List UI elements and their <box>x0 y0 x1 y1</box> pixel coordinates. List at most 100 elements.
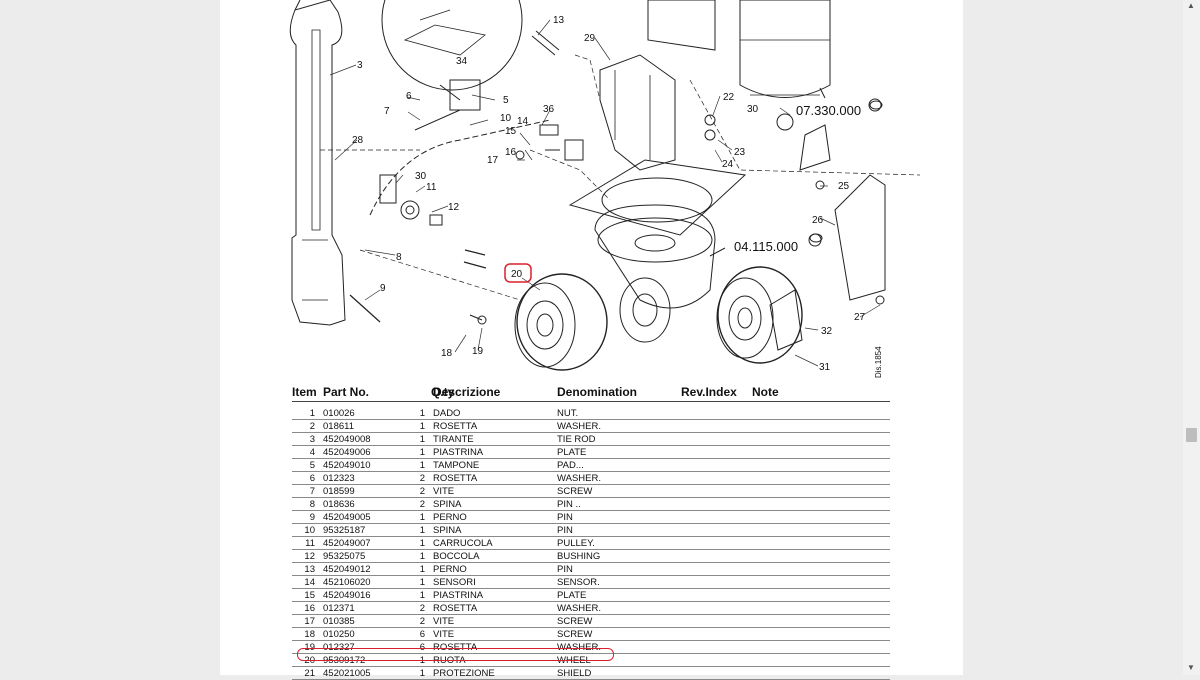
cell-descrizione: ROSETTA <box>433 419 557 433</box>
callout-15: 15 <box>505 126 517 137</box>
cell-part-no: 452021005 <box>323 666 393 680</box>
cell-item: 8 <box>292 497 323 511</box>
cell-descrizione: SPINA <box>433 523 557 537</box>
cell-rev-index <box>681 407 752 420</box>
cell-item: 6 <box>292 471 323 485</box>
cell-part-no: 018611 <box>323 419 393 433</box>
cell-rev-index <box>681 445 752 459</box>
col-header-note: Note <box>752 383 890 402</box>
callout-23: 23 <box>734 147 746 158</box>
callout-22: 22 <box>723 92 735 103</box>
cell-item: 1 <box>292 407 323 420</box>
cell-part-no: 012371 <box>323 601 393 615</box>
callout-5: 5 <box>503 95 509 106</box>
cell-note <box>752 640 890 654</box>
callout-18: 18 <box>441 348 453 359</box>
cell-item: 21 <box>292 666 323 680</box>
cell-item: 14 <box>292 575 323 589</box>
cell-rev-index <box>681 640 752 654</box>
col-header-qty: Q.ty <box>393 383 454 402</box>
cell-descrizione: VITE <box>433 484 557 498</box>
cell-rev-index <box>681 484 752 498</box>
assembly-ref-motor: 07.330.000 <box>796 103 861 118</box>
cell-denomination: PULLEY. <box>557 536 681 550</box>
cell-denomination: PIN <box>557 510 681 524</box>
cell-descrizione: PIASTRINA <box>433 445 557 459</box>
cell-item: 3 <box>292 432 323 446</box>
table-header-row: Item Part No. Q.ty Descrizione Denominat… <box>292 383 890 402</box>
col-header-part-no: Part No. <box>323 383 393 402</box>
cell-qty: 2 <box>393 471 433 485</box>
cell-qty: 2 <box>393 614 433 628</box>
callout-17: 17 <box>487 155 499 166</box>
cell-rev-index <box>681 510 752 524</box>
cell-rev-index <box>681 432 752 446</box>
cell-rev-index <box>681 458 752 472</box>
callout-19: 19 <box>472 346 484 357</box>
cell-note <box>752 432 890 446</box>
scroll-down-arrow-icon[interactable]: ▼ <box>1187 663 1195 672</box>
cell-note <box>752 458 890 472</box>
cell-denomination: WASHER. <box>557 419 681 433</box>
cell-descrizione: DADO <box>433 407 557 420</box>
callout-7: 7 <box>384 106 390 117</box>
cell-denomination: SCREW <box>557 627 681 641</box>
col-header-denomination: Denomination <box>557 383 681 402</box>
cell-item: 15 <box>292 588 323 602</box>
cell-note <box>752 510 890 524</box>
callout-8: 8 <box>396 252 402 263</box>
cell-denomination: PIN <box>557 562 681 576</box>
scroll-up-arrow-icon[interactable]: ▲ <box>1187 1 1195 10</box>
callout-30-right: 30 <box>747 104 759 115</box>
vertical-scrollbar[interactable]: ▲ ▼ <box>1183 0 1200 675</box>
cell-note <box>752 549 890 563</box>
callout-32: 32 <box>821 326 833 337</box>
cell-descrizione: SPINA <box>433 497 557 511</box>
cell-qty: 1 <box>393 523 433 537</box>
cell-part-no: 95309172 <box>323 653 393 667</box>
cell-denomination: WASHER. <box>557 601 681 615</box>
cell-part-no: 012327 <box>323 640 393 654</box>
cell-part-no: 018636 <box>323 497 393 511</box>
cell-item: 10 <box>292 523 323 537</box>
cell-descrizione: PROTEZIONE <box>433 666 557 680</box>
callout-36: 36 <box>543 104 555 115</box>
cell-part-no: 452049006 <box>323 445 393 459</box>
cell-denomination: PIN .. <box>557 497 681 511</box>
cell-qty: 1 <box>393 458 433 472</box>
cell-part-no: 95325187 <box>323 523 393 537</box>
callout-3: 3 <box>357 60 363 71</box>
callout-14: 14 <box>517 116 529 127</box>
cell-rev-index <box>681 627 752 641</box>
cell-denomination: SENSOR. <box>557 575 681 589</box>
cell-part-no: 010250 <box>323 627 393 641</box>
cell-rev-index <box>681 588 752 602</box>
cell-descrizione: PIASTRINA <box>433 588 557 602</box>
cell-part-no: 010026 <box>323 407 393 420</box>
scrollbar-thumb[interactable] <box>1186 428 1197 442</box>
cell-qty: 1 <box>393 432 433 446</box>
callout-6: 6 <box>406 91 412 102</box>
cell-qty: 1 <box>393 419 433 433</box>
cell-denomination: BUSHING <box>557 549 681 563</box>
cell-denomination: WASHER. <box>557 640 681 654</box>
cell-note <box>752 484 890 498</box>
cell-note <box>752 627 890 641</box>
cell-qty: 1 <box>393 445 433 459</box>
cell-note <box>752 614 890 628</box>
cell-rev-index <box>681 549 752 563</box>
cell-part-no: 012323 <box>323 471 393 485</box>
cell-item: 12 <box>292 549 323 563</box>
exploded-parts-drawing: 3 28 34 13 29 6 5 7 36 10 14 15 16 17 30… <box>220 0 963 380</box>
cell-descrizione: ROSETTA <box>433 601 557 615</box>
cell-rev-index <box>681 614 752 628</box>
